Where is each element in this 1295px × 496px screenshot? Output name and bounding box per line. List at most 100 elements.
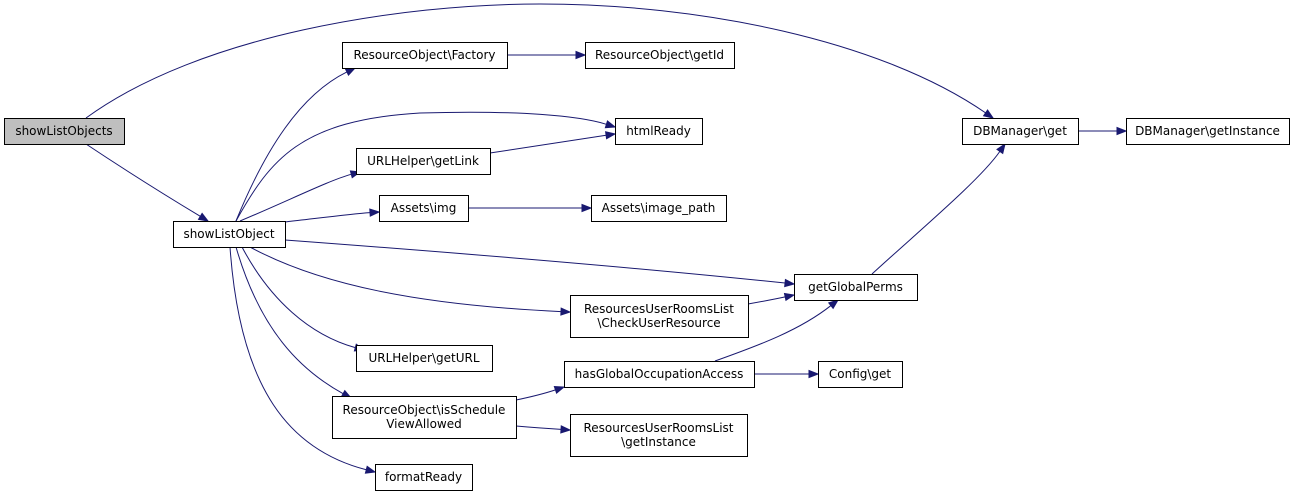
edge-line xyxy=(239,173,352,222)
edge-line xyxy=(235,246,344,395)
node-label: DBManager\getInstance xyxy=(1135,124,1280,138)
arrowhead-icon xyxy=(344,67,357,76)
node-AssetsImagePath[interactable]: Assets\image_path xyxy=(591,195,727,222)
node-label: ResourceObject\getId xyxy=(595,48,724,62)
node-ResourceObjectGetId[interactable]: ResourceObject\getId xyxy=(585,42,735,69)
node-box[interactable] xyxy=(962,118,1079,145)
node-showListObjects[interactable]: showListObjects xyxy=(4,118,125,145)
edge-AssetsImg-to-AssetsImagePath xyxy=(468,203,593,213)
arrowhead-icon xyxy=(808,369,820,379)
node-label: ResourceObject\isSchedule xyxy=(343,403,506,417)
edge-showListObject-to-URLHelperGetURL xyxy=(241,246,366,352)
edge-line xyxy=(85,3,986,119)
node-DBManagerGetInstance[interactable]: DBManager\getInstance xyxy=(1126,118,1290,145)
arrowhead-icon xyxy=(560,425,572,434)
node-label: htmlReady xyxy=(626,124,691,138)
node-box[interactable] xyxy=(794,274,918,301)
node-label: \getInstance xyxy=(621,435,696,449)
edge-hasGlobalOccupationAccess-to-ConfigGet xyxy=(754,369,820,379)
node-box[interactable] xyxy=(1126,118,1290,145)
node-ResourceObjectFactory[interactable]: ResourceObject\Factory xyxy=(342,42,508,69)
arrowhead-icon xyxy=(982,109,995,119)
node-URLHelperGetLink[interactable]: URLHelper\getLink xyxy=(356,148,491,175)
node-label: ResourcesUserRoomsList xyxy=(584,302,734,316)
arrowhead-icon xyxy=(369,208,381,217)
node-box[interactable] xyxy=(332,396,517,439)
edge-line xyxy=(235,111,607,222)
node-box[interactable] xyxy=(356,345,493,372)
node-RURLGetInstance[interactable]: ResourcesUserRoomsList\getInstance xyxy=(570,414,748,457)
edge-ResourceObjectIsScheduleViewAllowed-to-hasGlobalOccupationAccess xyxy=(515,385,566,401)
node-DBManagerGet[interactable]: DBManager\get xyxy=(962,118,1079,145)
node-hasGlobalOccupationAccess[interactable]: hasGlobalOccupationAccess xyxy=(564,361,755,388)
arrowhead-icon xyxy=(197,212,210,222)
node-box[interactable] xyxy=(570,414,748,457)
edge-showListObject-to-ResourceObjectIsScheduleViewAllowed xyxy=(235,246,353,399)
edge-showListObject-to-getGlobalPerms xyxy=(284,239,796,288)
node-box[interactable] xyxy=(615,118,703,145)
node-label: formatReady xyxy=(385,470,462,484)
node-label: DBManager\get xyxy=(973,124,1067,138)
edge-line xyxy=(871,151,1001,275)
edge-RURLCheckUserResource-to-getGlobalPerms xyxy=(747,292,796,305)
node-label: Assets\img xyxy=(391,201,457,215)
node-box[interactable] xyxy=(342,42,508,69)
node-box[interactable] xyxy=(818,361,903,388)
edge-URLHelperGetLink-to-htmlReady xyxy=(489,131,617,154)
edge-DBManagerGet-to-DBManagerGetInstance xyxy=(1078,126,1128,136)
node-htmlReady[interactable]: htmlReady xyxy=(615,118,703,145)
edge-line xyxy=(235,71,348,222)
edge-line xyxy=(284,212,371,223)
nodes-layer: showListObjectsshowListObjectResourceObj… xyxy=(4,42,1290,491)
arrowhead-icon xyxy=(604,131,617,140)
node-label: getGlobalPerms xyxy=(808,280,903,294)
node-label: \CheckUserResource xyxy=(597,316,720,330)
edge-showListObject-to-formatReady xyxy=(229,246,377,474)
edge-showListObject-to-ResourceObjectFactory xyxy=(235,67,357,222)
arrowhead-icon xyxy=(581,203,593,213)
node-showListObject[interactable]: showListObject xyxy=(173,221,286,248)
arrowhead-icon xyxy=(560,307,572,316)
node-box[interactable] xyxy=(379,195,469,222)
edge-line xyxy=(515,425,562,430)
node-label: showListObjects xyxy=(15,124,112,138)
node-box[interactable] xyxy=(585,42,735,69)
edge-line xyxy=(85,143,201,217)
arrowhead-icon xyxy=(996,142,1006,155)
edge-getGlobalPerms-to-DBManagerGet xyxy=(871,142,1006,275)
node-box[interactable] xyxy=(4,118,125,145)
node-AssetsImg[interactable]: Assets\img xyxy=(379,195,469,222)
edges-layer xyxy=(85,3,1128,474)
edge-showListObjects-to-DBManagerGet xyxy=(85,3,995,119)
node-RURLCheckUserResource[interactable]: ResourcesUserRoomsList\CheckUserResource xyxy=(570,295,749,338)
node-URLHelperGetURL[interactable]: URLHelper\getURL xyxy=(356,345,493,372)
node-label: URLHelper\getURL xyxy=(368,351,479,365)
node-box[interactable] xyxy=(570,295,749,338)
edge-line xyxy=(241,246,356,349)
edge-line xyxy=(284,239,786,284)
edge-line xyxy=(489,134,607,154)
edge-line xyxy=(229,246,367,471)
edge-ResourceObjectFactory-to-ResourceObjectGetId xyxy=(507,50,587,60)
arrowhead-icon xyxy=(784,278,796,288)
arrowhead-icon xyxy=(604,120,617,129)
node-box[interactable] xyxy=(564,361,755,388)
arrowhead-icon xyxy=(553,385,566,395)
node-box[interactable] xyxy=(375,464,473,491)
node-ConfigGet[interactable]: Config\get xyxy=(818,361,903,388)
node-label: Config\get xyxy=(829,367,892,381)
node-box[interactable] xyxy=(173,221,286,248)
node-box[interactable] xyxy=(356,148,491,175)
node-formatReady[interactable]: formatReady xyxy=(375,464,473,491)
edge-showListObjects-to-showListObject xyxy=(85,143,210,222)
edge-hasGlobalOccupationAccess-to-getGlobalPerms xyxy=(714,299,840,362)
node-box[interactable] xyxy=(591,195,727,222)
edge-ResourceObjectIsScheduleViewAllowed-to-RURLGetInstance xyxy=(515,425,572,434)
node-label: ResourcesUserRoomsList xyxy=(583,421,733,435)
node-getGlobalPerms[interactable]: getGlobalPerms xyxy=(794,274,918,301)
edge-showListObject-to-AssetsImg xyxy=(284,208,381,223)
arrowhead-icon xyxy=(575,50,587,60)
edge-line xyxy=(747,296,786,305)
